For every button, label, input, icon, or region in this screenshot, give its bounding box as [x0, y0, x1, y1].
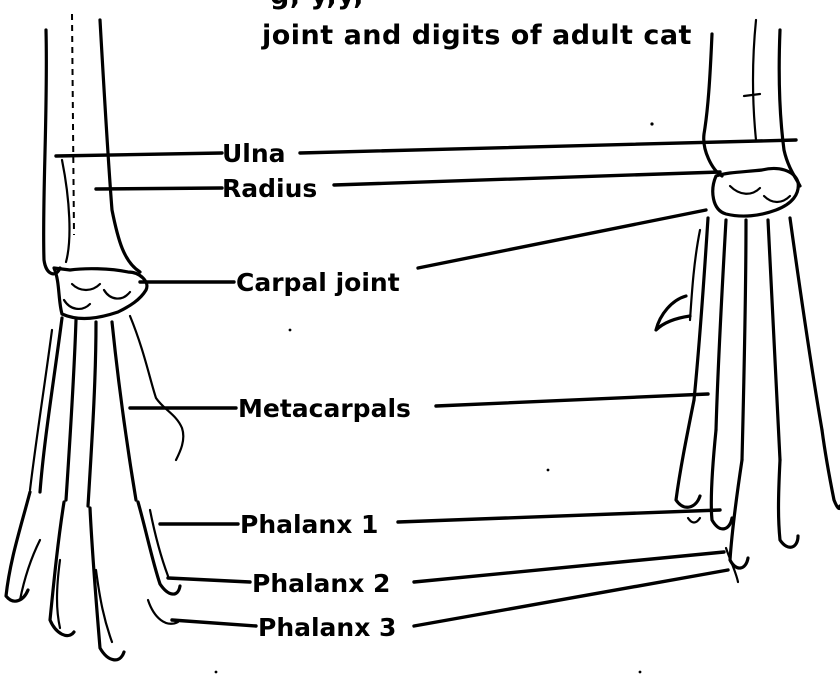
phalanx3-leader-left: [172, 620, 256, 626]
metacarpals-leader-right: [436, 394, 708, 406]
label-radius: Radius: [222, 174, 317, 203]
radius-leader-right: [334, 172, 720, 185]
phalanx1-leader-right: [398, 510, 720, 522]
label-metacarpals: Metacarpals: [238, 394, 411, 423]
label-phalanx-3: Phalanx 3: [258, 613, 396, 642]
figure-title: joint and digits of adult cat: [261, 20, 692, 51]
right-forelimb-drawing: [656, 20, 840, 582]
phalanx2-leader-left: [168, 578, 250, 582]
label-carpal-joint: Carpal joint: [236, 268, 400, 297]
left-forelimb-drawing: [6, 14, 183, 660]
carpal-leader-right: [418, 210, 706, 268]
leader-lines: [56, 140, 796, 626]
label-phalanx-2: Phalanx 2: [252, 569, 390, 598]
label-phalanx-1: Phalanx 1: [240, 510, 378, 539]
radius-leader-left: [96, 188, 222, 189]
ulna-leader-right: [300, 140, 796, 153]
part-labels: Ulna Radius Carpal joint Metacarpals Pha…: [222, 139, 411, 642]
ulna-leader-left: [56, 153, 222, 156]
figure-title-partial: g, y,y,: [270, 0, 364, 11]
label-ulna: Ulna: [222, 139, 286, 168]
